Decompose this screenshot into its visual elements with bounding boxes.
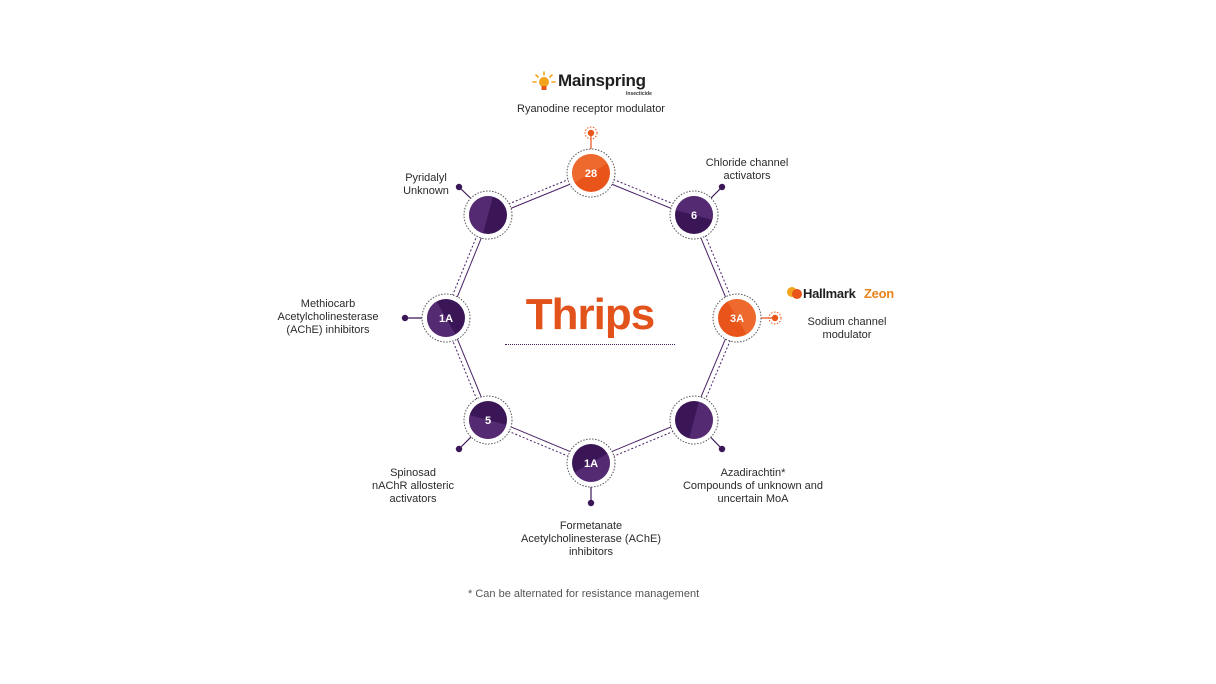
stem-end-dot xyxy=(718,183,726,191)
connector-line xyxy=(509,426,571,453)
stem-end-dot xyxy=(455,183,463,191)
label-line: Pyridalyl xyxy=(405,172,447,184)
zeon-word: Zeon xyxy=(864,286,894,301)
label-n1a-left: Methiocarb Acetylcholinesterase (AChE) i… xyxy=(268,298,388,337)
sun-bulb-icon xyxy=(532,71,556,90)
node-shade xyxy=(572,154,608,183)
connector-lines xyxy=(451,178,731,457)
connector-line-dotted xyxy=(704,235,731,297)
mainspring-sub: Insecticide xyxy=(626,91,652,97)
connector-line xyxy=(700,338,727,399)
hallmark-word: Hallmark xyxy=(803,286,856,301)
stem-end-dot xyxy=(587,499,595,507)
node-code: 3A xyxy=(730,313,744,325)
label-line: inhibitors xyxy=(568,546,614,558)
label-line: Compounds of unknown and xyxy=(682,480,824,492)
node-code: 28 xyxy=(585,168,597,180)
label-line: Sodium channel xyxy=(807,316,887,328)
label-line: (AChE) inhibitors xyxy=(286,324,370,336)
connector-line xyxy=(456,237,483,298)
connector-line xyxy=(456,338,483,398)
label-line: Ryanodine receptor modulator xyxy=(517,103,665,115)
label-line: activators xyxy=(723,170,771,182)
connector-line-dotted xyxy=(613,178,674,205)
label-n5: Spinosad nAChR allosteric activators xyxy=(358,467,468,506)
stem-end-dot xyxy=(771,314,779,322)
label-line: Formetanate xyxy=(559,520,623,532)
label-line: Methiocarb xyxy=(300,298,356,310)
node-shade xyxy=(727,299,756,335)
label-line: Spinosad xyxy=(390,467,436,479)
label-line: nAChR allosteric xyxy=(372,480,454,492)
mainspring-name: Mainspring xyxy=(558,71,646,90)
label-line: Chloride channel xyxy=(705,157,789,169)
label-line: Unknown xyxy=(403,185,449,197)
label-n1a-bottom: Formetanate Acetylcholinesterase (AChE) … xyxy=(506,520,676,559)
label-line: activators xyxy=(389,493,437,505)
label-line: Acetylcholinesterase (AChE) xyxy=(520,533,661,545)
connector-line-dotted xyxy=(451,235,478,296)
label-n6: Chloride channel activators xyxy=(697,157,797,183)
node-shade xyxy=(469,415,507,439)
connector-line-dotted xyxy=(508,178,569,205)
stem-end-dot xyxy=(718,445,726,453)
stem-end-dot xyxy=(587,129,595,137)
diagram-title: Thrips xyxy=(525,290,655,339)
label-line: modulator xyxy=(822,329,872,341)
node-shade xyxy=(675,196,713,220)
connector-line xyxy=(510,183,571,210)
stem-end-ring xyxy=(584,126,598,140)
node-shade xyxy=(427,301,456,337)
node-code: 5 xyxy=(485,415,491,427)
node-shade xyxy=(689,401,713,439)
label-npy: Pyridalyl Unknown xyxy=(386,172,466,198)
node-circles: 28 6 3A 1A 5 1A xyxy=(421,148,762,488)
label-n3a: Sodium channel modulator xyxy=(797,316,897,342)
connector-line-dotted xyxy=(508,430,570,457)
stem-end-ring xyxy=(768,311,782,325)
droplets-icon xyxy=(787,287,802,299)
node-code: 1A xyxy=(439,313,453,325)
node-code: 1A xyxy=(584,458,598,470)
connector-line-dotted xyxy=(612,430,674,457)
connector-line-dotted xyxy=(704,339,731,400)
connector-line xyxy=(700,236,727,298)
label-naz: Azadirachtin* Compounds of unknown and u… xyxy=(668,467,838,506)
node-shade xyxy=(469,196,493,234)
connector-line xyxy=(611,183,672,210)
node-shade xyxy=(574,453,610,482)
connector-line xyxy=(611,426,673,453)
label-line: uncertain MoA xyxy=(717,493,789,505)
stem-end-dot xyxy=(455,445,463,453)
title-underline xyxy=(505,344,675,345)
footnote: * Can be alternated for resistance manag… xyxy=(468,588,700,600)
connector-line-dotted xyxy=(451,340,478,400)
node-code: 6 xyxy=(691,210,697,222)
label-line: Azadirachtin* xyxy=(720,467,786,479)
stem-end-dot xyxy=(401,314,409,322)
label-line: Acetylcholinesterase xyxy=(277,311,379,323)
label-n28: Ryanodine receptor modulator xyxy=(491,103,691,116)
